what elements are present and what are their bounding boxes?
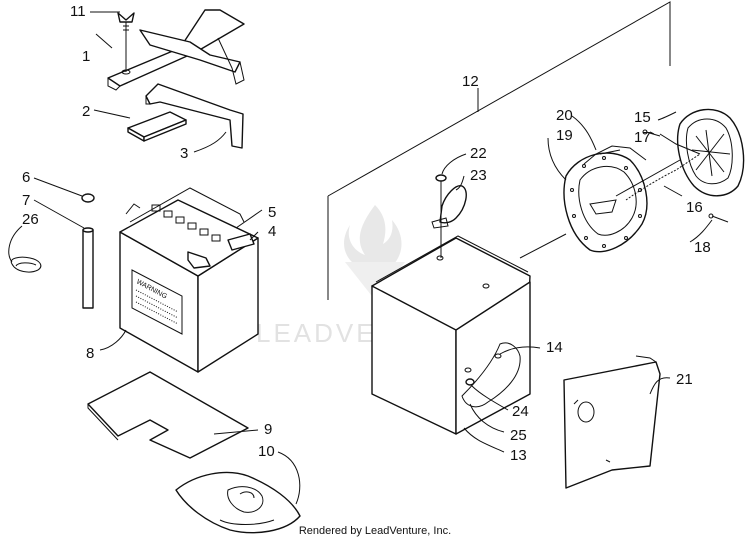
callout-7: 7	[22, 192, 30, 209]
wing-nut	[117, 12, 135, 72]
assembly-bracket	[327, 1, 671, 300]
watermark-logo-icon	[344, 205, 405, 300]
callout-10: 10	[258, 443, 275, 460]
callout-6: 6	[22, 169, 30, 186]
callout-9: 9	[264, 421, 272, 438]
callout-16: 16	[686, 199, 703, 216]
callout-26: 26	[22, 211, 39, 228]
callout-25: 25	[510, 427, 527, 444]
callout-5: 5	[268, 204, 276, 221]
battery-mat	[87, 371, 249, 459]
callout-24: 24	[512, 403, 529, 420]
callout-22: 22	[470, 145, 487, 162]
battery-pad	[127, 111, 187, 142]
hose-clamp	[431, 185, 467, 229]
callout-13: 13	[510, 447, 527, 464]
callout-3: 3	[180, 145, 188, 162]
battery: WARNING	[119, 187, 259, 373]
callout-4: 4	[268, 223, 276, 240]
callout-14: 14	[546, 339, 563, 356]
lid-ring	[563, 145, 648, 253]
assembly-lines	[440, 159, 681, 259]
callout-15: 15	[634, 109, 651, 126]
vent-tube	[81, 193, 95, 309]
leader-lines	[8, 11, 713, 505]
strap-clip	[10, 256, 42, 273]
callout-18: 18	[694, 239, 711, 256]
side-panel	[563, 355, 661, 489]
callout-23: 23	[470, 167, 487, 184]
callout-8: 8	[86, 345, 94, 362]
lid-cover	[677, 108, 745, 197]
callout-17: 17	[634, 129, 651, 146]
callout-21: 21	[676, 371, 693, 388]
callouts: 1 2 3 4 5 6 7 8 9 10 11 12 13 14 15 16 1…	[22, 3, 711, 464]
bracket-spacer	[145, 83, 244, 149]
battery-cover	[175, 471, 301, 534]
callout-11: 11	[70, 3, 86, 20]
callout-1: 1	[82, 48, 90, 65]
footer-credit: Rendered by LeadVenture, Inc.	[298, 525, 452, 537]
callout-20: 20	[556, 107, 573, 124]
callout-2: 2	[82, 103, 90, 120]
screw	[435, 174, 447, 200]
retaining-pin-2	[708, 213, 729, 223]
callout-19: 19	[556, 127, 573, 144]
lanyard-chain	[625, 133, 701, 201]
callout-12: 12	[462, 73, 479, 90]
battery-bracket	[107, 9, 245, 91]
storage-box	[371, 235, 531, 435]
